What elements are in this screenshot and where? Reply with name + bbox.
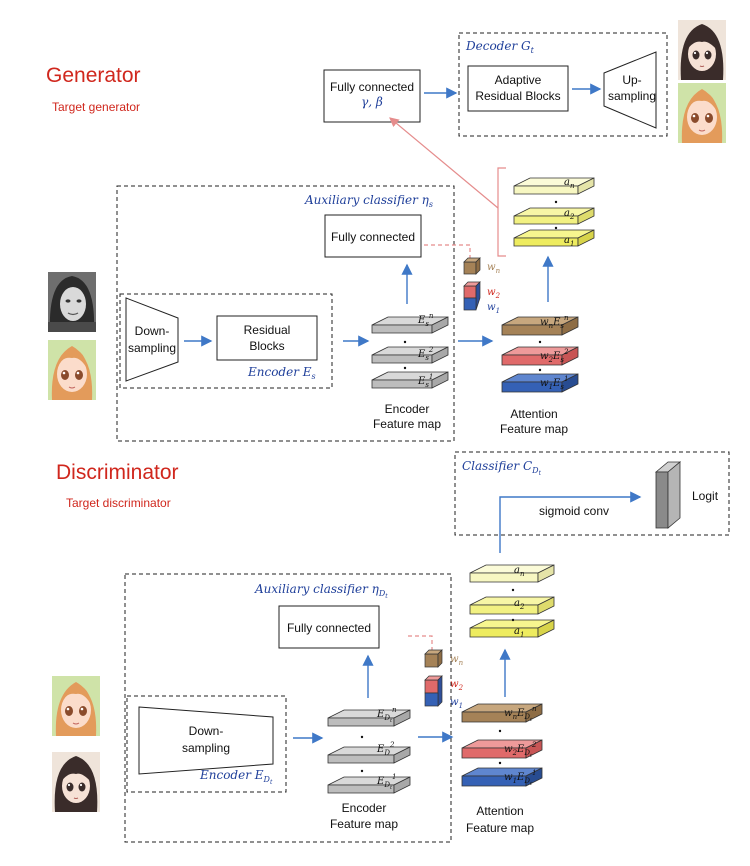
encoder-es-group xyxy=(119,293,333,389)
aux-fc-label: Fully connected xyxy=(331,230,415,244)
down-label-2: sampling xyxy=(128,341,176,355)
a-2-label: a2 xyxy=(564,208,575,221)
disc-a-n-label: an xyxy=(514,565,525,578)
adaptive-label-1: Adaptive xyxy=(495,73,542,87)
att-fm-label-2: Feature map xyxy=(500,422,568,436)
discriminator-subtitle: Target discriminator xyxy=(66,496,171,510)
disc-enc-fm-label-1: Encoder xyxy=(342,801,387,815)
disc-a-feature-stack xyxy=(469,564,555,638)
adaptive-resblocks-box xyxy=(467,65,569,112)
disc-w-2-label: w2 xyxy=(450,679,464,692)
decoder-group xyxy=(458,32,668,137)
a-feature-stack xyxy=(513,177,595,247)
disc-w-1-label: w1 xyxy=(450,697,463,710)
w-n-label: wn xyxy=(487,262,501,275)
logit-block xyxy=(654,461,682,529)
disc-enc-fm-label-2: Feature map xyxy=(330,817,398,831)
classifier-title: Classifier CDt xyxy=(462,459,542,477)
disc-aux-fc-label: Fully connected xyxy=(287,621,371,635)
disc-encoder-feature-map-stack xyxy=(327,709,411,794)
output-face-orange-anime xyxy=(677,82,727,144)
encoder-es-title: Encoder Es xyxy=(247,365,316,381)
encoder-edt-title: Encoder EDt xyxy=(199,768,273,786)
disc-downsampling-trapezoid xyxy=(138,706,274,775)
fc-top-label: Fully connected xyxy=(330,80,414,94)
encoder-edt-group xyxy=(126,695,287,793)
generator-title: Generator xyxy=(46,64,141,87)
disc-weight-cubes xyxy=(424,649,443,707)
upsampling-trapezoid xyxy=(603,51,657,129)
input-face-anime xyxy=(47,339,97,401)
downsampling-trapezoid xyxy=(125,297,179,382)
disc-aux-classifier-title: Auxiliary classifier ηDt xyxy=(254,582,388,600)
w-2-label: w2 xyxy=(487,287,501,300)
edt-1-label: EDt1 xyxy=(376,773,396,791)
disc-pink-dashed-link xyxy=(408,635,433,650)
disc-a-1-label: a1 xyxy=(514,626,524,639)
pink-dashed-weights-link xyxy=(424,244,471,258)
disc-w-n-label: wn xyxy=(450,654,464,667)
generator-encoder-group xyxy=(116,185,455,442)
disc-aux-fc-box xyxy=(278,605,380,649)
weight-cubes xyxy=(463,257,481,311)
input-face-photo xyxy=(47,271,97,333)
residual-blocks-box xyxy=(216,315,318,361)
res-label-2: Blocks xyxy=(249,339,284,353)
disc-input-face-dark xyxy=(51,751,101,813)
disc-a-2-label: a2 xyxy=(514,598,525,611)
edt-n-label: EDtn xyxy=(376,706,397,724)
disc-down-label-2: sampling xyxy=(182,741,230,755)
output-face-dark-anime xyxy=(677,19,727,81)
logit-label: Logit xyxy=(692,489,719,503)
upsampling-label-2: sampling xyxy=(608,89,656,103)
encoder-feature-map-stack xyxy=(371,316,449,389)
enc-fm-label-1: Encoder xyxy=(385,402,430,416)
enc-fm-label-2: Feature map xyxy=(373,417,441,431)
disc-attention-feature-map-stack xyxy=(461,703,543,787)
res-label-1: Residual xyxy=(244,323,291,337)
pink-bracket xyxy=(497,167,506,257)
disc-att-fm-label-1: Attention xyxy=(476,804,523,818)
disc-input-face-orange xyxy=(51,675,101,737)
gamma-beta-label: γ, β xyxy=(361,95,383,109)
upsampling-label-1: Up- xyxy=(622,73,641,87)
attention-feature-map-stack xyxy=(501,316,579,393)
a-n-label: an xyxy=(564,177,575,190)
aux-fc-box xyxy=(324,214,422,258)
decoder-title: Decoder Gt xyxy=(465,39,535,55)
aux-classifier-title: Auxiliary classifier ηs xyxy=(304,193,433,209)
generator-subtitle: Target generator xyxy=(52,100,140,114)
att-fm-label-1: Attention xyxy=(510,407,557,421)
discriminator-title: Discriminator xyxy=(56,461,179,484)
arrow-to-logit xyxy=(499,491,642,553)
disc-down-label-1: Down- xyxy=(189,724,224,738)
sigmoid-conv-label: sigmoid conv xyxy=(539,504,609,518)
w-1-label: w1 xyxy=(487,302,500,315)
adaptive-label-2: Residual Blocks xyxy=(475,89,560,103)
classifier-group xyxy=(454,451,730,536)
discriminator-encoder-group xyxy=(124,573,452,843)
fc-gamma-beta-box xyxy=(323,69,421,123)
pink-arrow-to-fc xyxy=(389,117,499,209)
disc-att-fm-label-2: Feature map xyxy=(466,821,534,835)
a-1-label: a1 xyxy=(564,235,574,248)
down-label-1: Down- xyxy=(135,324,170,338)
